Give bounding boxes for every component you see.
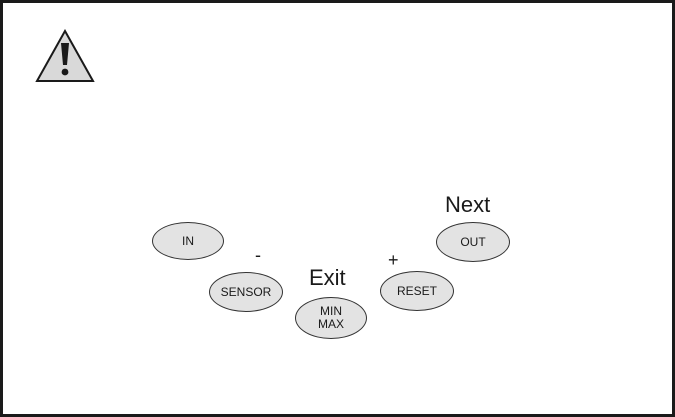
minmax-button-label-max: MAX [318,318,344,331]
out-button[interactable]: OUT [436,222,510,262]
plus-label: + [388,250,399,271]
minmax-button[interactable]: MIN MAX [295,297,367,339]
reset-button[interactable]: RESET [380,271,454,311]
exit-label: Exit [309,265,346,291]
sensor-button-label: SENSOR [221,286,272,299]
minus-label: - [255,245,261,266]
warning-triangle-icon [35,29,95,83]
out-button-label: OUT [460,236,485,249]
next-label: Next [445,192,490,218]
in-button[interactable]: IN [152,222,224,260]
reset-button-label: RESET [397,285,437,298]
sensor-button[interactable]: SENSOR [209,272,283,312]
in-button-label: IN [182,235,194,248]
